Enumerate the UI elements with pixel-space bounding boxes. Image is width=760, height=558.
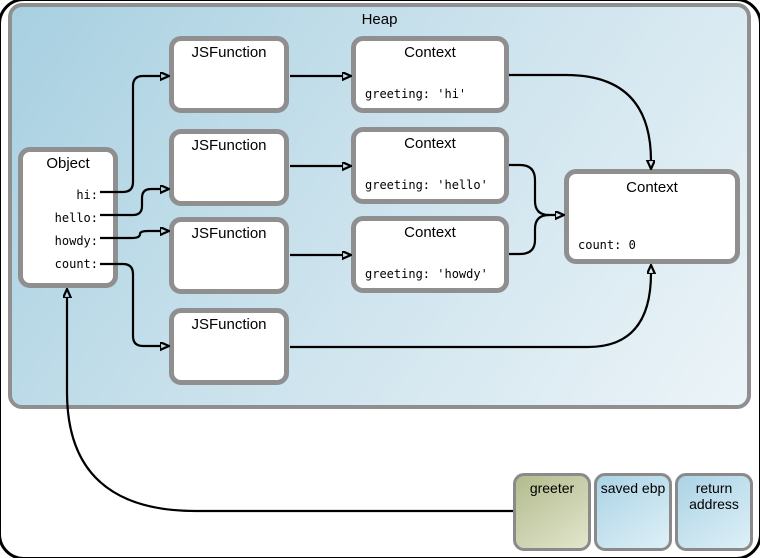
stack-slot-saved-ebp: saved ebp [594,473,672,551]
global-context-body: count: 0 [578,238,636,252]
jsfunction-1-title: JSFunction [191,44,267,61]
object-fields: hi: hello: howdy: count: [23,184,113,276]
object-node-title: Object [46,155,90,172]
heap-label: Heap [361,11,398,28]
global-context-title: Context [626,179,678,196]
jsfunction-4-title: JSFunction [191,316,267,333]
context-howdy-title: Context [404,224,456,241]
context-hi-body: greeting: 'hi' [365,87,467,101]
object-field-hi: hi: [76,188,98,202]
object-node: Object hi: hello: howdy: count: [18,147,118,288]
stack-slot-return-address: return address [675,473,753,551]
context-hello-body: greeting: 'hello' [365,178,488,192]
stack-slot-saved-ebp-label: saved ebp [600,480,666,496]
context-hi-title: Context [404,44,456,61]
object-field-count: count: [54,257,98,271]
object-field-howdy: howdy: [54,234,98,248]
jsfunction-3-title: JSFunction [191,225,267,242]
jsfunction-node-2: JSFunction [169,129,289,206]
jsfunction-node-3: JSFunction [169,217,289,294]
context-howdy-body: greeting: 'howdy' [365,267,488,281]
global-context-node: Context count: 0 [564,169,740,264]
object-field-hello: hello: [54,211,98,225]
context-hello-title: Context [404,135,456,152]
jsfunction-node-1: JSFunction [169,36,289,113]
stack-slot-greeter-label: greeter [529,480,575,496]
jsfunction-2-title: JSFunction [191,137,267,154]
stack-slot-greeter: greeter [513,473,591,551]
context-node-hello: Context greeting: 'hello' [351,127,509,204]
stack-slot-return-address-label: return address [689,480,739,512]
context-node-hi: Context greeting: 'hi' [351,36,509,113]
jsfunction-node-4: JSFunction [169,308,289,385]
context-node-howdy: Context greeting: 'howdy' [351,216,509,293]
